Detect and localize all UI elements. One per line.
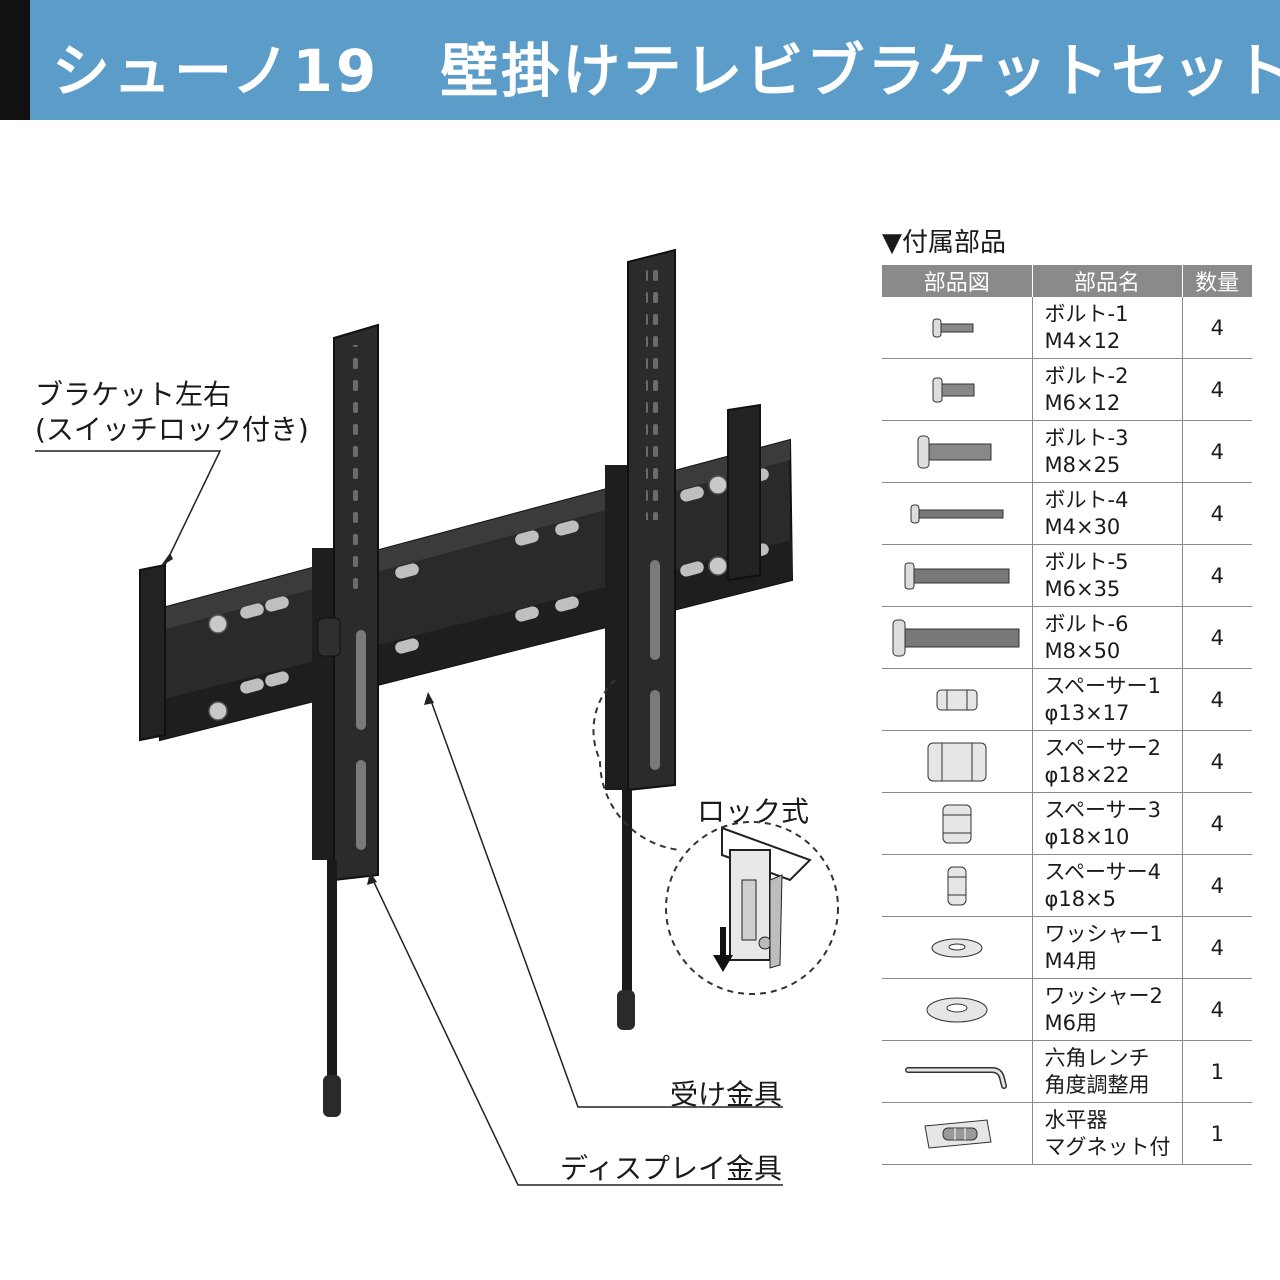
part-size: 角度調整用 (1044, 1072, 1150, 1097)
spacer-icon (947, 866, 967, 905)
part-quantity: 4 (1181, 978, 1252, 1041)
header-figure: 部品図 (882, 265, 1032, 297)
part-name: ワッシャー1 (1044, 921, 1163, 946)
label-bracket-line1: ブラケット左右 (35, 378, 232, 411)
part-name: スペーサー2 (1044, 735, 1161, 760)
part-quantity: 1 (1181, 1040, 1252, 1103)
hex-wrench-icon (904, 1066, 1007, 1089)
part-quantity: 4 (1181, 668, 1252, 731)
part-quantity: 4 (1181, 358, 1252, 421)
spacer-icon (936, 689, 978, 710)
part-size: φ18×5 (1044, 886, 1117, 911)
part-size: φ13×17 (1044, 700, 1130, 725)
part-quantity: 4 (1181, 730, 1252, 793)
part-size: M4×12 (1044, 328, 1121, 353)
spacer-icon (927, 742, 987, 781)
bolt-medium-icon (917, 435, 992, 468)
part-size: M6用 (1044, 1010, 1097, 1035)
part-quantity: 4 (1181, 792, 1252, 855)
washer-icon (926, 997, 988, 1022)
table-row: 六角レンチ角度調整用 1 (882, 1040, 1252, 1103)
part-name: ワッシャー2 (1044, 983, 1163, 1008)
part-name: 水平器 (1044, 1107, 1108, 1132)
spacer-icon (942, 804, 972, 843)
level-icon (924, 1118, 992, 1149)
part-size: φ18×10 (1044, 824, 1130, 849)
part-size: φ18×22 (1044, 762, 1130, 787)
parts-table-header: 部品図 部品名 数量 (882, 265, 1252, 297)
label-receiver: 受け金具 (670, 1078, 783, 1111)
part-size: マグネット付 (1044, 1134, 1171, 1159)
bolt-long-icon (910, 504, 1004, 523)
part-name: ボルト-4 (1044, 487, 1129, 512)
part-size: M8×50 (1044, 638, 1121, 663)
part-name: ボルト-3 (1044, 425, 1129, 450)
part-quantity: 4 (1181, 854, 1252, 917)
header-name: 部品名 (1031, 265, 1182, 297)
part-quantity: 4 (1181, 606, 1252, 669)
table-row: 水平器マグネット付 1 (882, 1102, 1252, 1165)
header-accent-bar (0, 0, 30, 120)
washer-icon (931, 938, 983, 957)
header-quantity: 数量 (1181, 265, 1252, 297)
part-quantity: 4 (1181, 916, 1252, 979)
part-size: M6×35 (1044, 576, 1121, 601)
bolt-long-icon (904, 562, 1010, 589)
part-name: 六角レンチ (1044, 1045, 1150, 1070)
part-name: ボルト-6 (1044, 611, 1129, 636)
part-size: M8×25 (1044, 452, 1121, 477)
page-title: シューノ19 壁掛けテレビブラケットセット (52, 37, 1280, 105)
bracket-illustration (35, 248, 839, 1186)
part-name: ボルト-5 (1044, 549, 1129, 574)
part-size: M4用 (1044, 948, 1097, 973)
parts-section-title: ▼付属部品 (882, 228, 1006, 258)
bolt-long-icon (892, 619, 1020, 656)
part-name: スペーサー3 (1044, 797, 1161, 822)
label-display: ディスプレイ金具 (560, 1152, 783, 1185)
part-name: ボルト-1 (1044, 301, 1129, 326)
part-quantity: 4 (1181, 297, 1252, 359)
label-lock: ロック式 (697, 795, 810, 828)
label-bracket-line2: (スイッチロック付き) (35, 413, 309, 446)
part-name: スペーサー4 (1044, 859, 1161, 884)
part-quantity: 4 (1181, 420, 1252, 483)
part-quantity: 1 (1181, 1102, 1252, 1165)
part-size: M6×12 (1044, 390, 1121, 415)
part-name: スペーサー1 (1044, 673, 1161, 698)
header-banner: シューノ19 壁掛けテレビブラケットセット (0, 0, 1280, 120)
part-size: M4×30 (1044, 514, 1121, 539)
part-quantity: 4 (1181, 482, 1252, 545)
part-quantity: 4 (1181, 544, 1252, 607)
bolt-short-icon (932, 377, 975, 402)
bolt-short-icon (932, 318, 974, 337)
part-name: ボルト-2 (1044, 363, 1129, 388)
